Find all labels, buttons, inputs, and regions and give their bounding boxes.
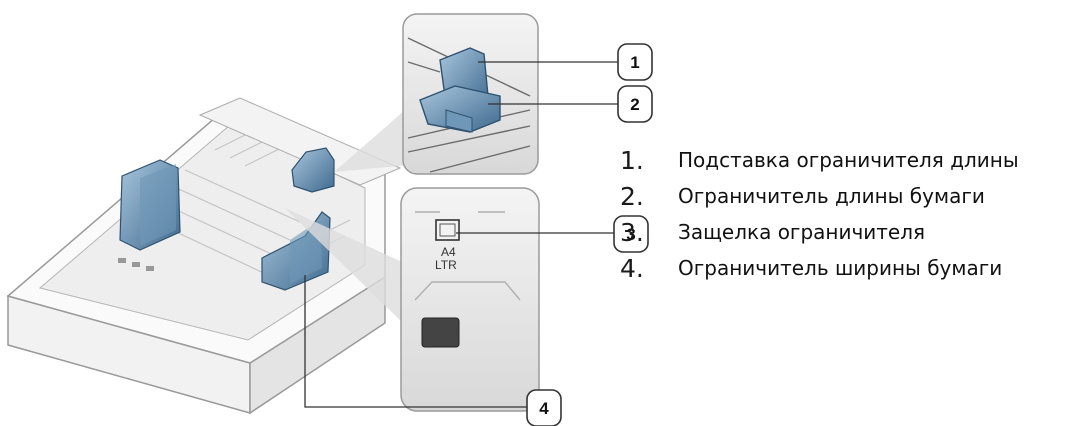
callout-4: 4 [526,389,562,426]
size-label-a4: A4 [441,245,456,259]
legend-item-4: 4. Ограничитель ширины бумаги [620,250,1002,286]
leader-lines [304,61,618,408]
legend-number: 4. [620,253,644,283]
legend-item-1: 1. Подставка ограничителя длины [620,142,1019,178]
callout-2: 2 [617,85,653,123]
svg-text:3: 3 [626,225,635,244]
paper-tray [6,97,402,415]
size-label-ltr: LTR [435,258,457,272]
svg-text:1: 1 [630,53,639,72]
legend-item-2: 2. Ограничитель длины бумаги [620,178,985,214]
legend-label: Ограничитель ширины бумаги [678,256,1003,280]
legend-item-3: 3. Защелка ограничителя [620,214,925,250]
svg-text:2: 2 [630,95,639,114]
length-guide-detail-inset [334,13,539,175]
width-guide-left [119,159,181,251]
legend-label: Ограничитель длины бумаги [678,184,985,208]
length-guide-on-tray [291,147,335,193]
legend-label: Защелка ограничителя [678,220,926,244]
callout-1: 1 [617,43,653,81]
legend-number: 2. [620,181,644,211]
legend-number: 1. [620,145,644,175]
legend-number: 3. [620,217,644,247]
callout-3: 3 [613,215,649,253]
guide-lock-detail-inset: A4 LTR [285,187,540,412]
svg-text:4: 4 [539,399,549,418]
legend-label: Подставка ограничителя длины [678,148,1019,172]
